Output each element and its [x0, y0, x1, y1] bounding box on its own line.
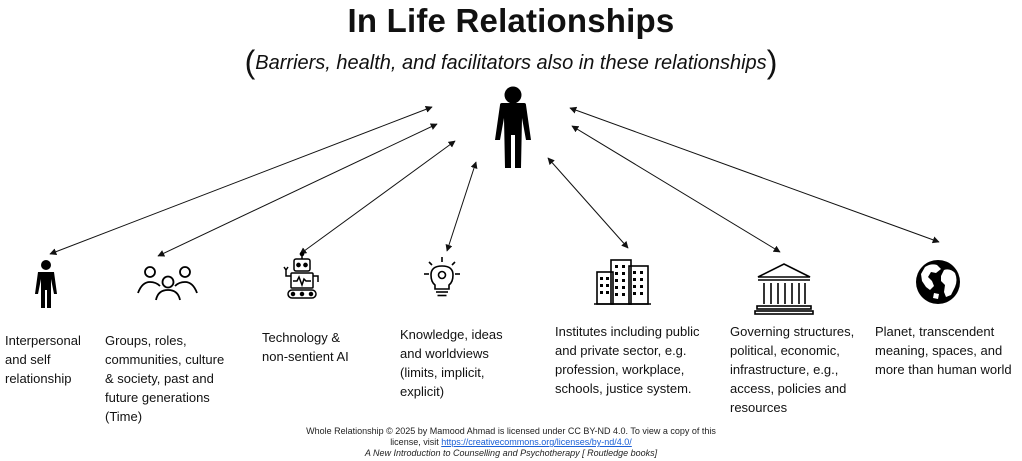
lightbulb-icon	[424, 257, 460, 297]
label-line: schools, justice system.	[555, 381, 692, 396]
robot-icon	[283, 251, 319, 299]
label-line: and private sector, e.g.	[555, 343, 687, 358]
label-line: infrastructure, e.g.,	[730, 362, 839, 377]
label-line: and worldviews	[400, 346, 489, 361]
label-line: and self	[5, 352, 51, 367]
subtitle: (Barriers, health, and facilitators also…	[0, 44, 1022, 81]
arrow-planet	[569, 106, 940, 244]
label-line: access, policies and	[730, 381, 847, 396]
page-title: In Life Relationships	[347, 2, 675, 39]
label-line: resources	[730, 400, 788, 415]
person-icon	[495, 86, 531, 168]
person-icon	[35, 260, 57, 308]
label-line: Groups, roles,	[105, 333, 187, 348]
label-line: (Time)	[105, 409, 143, 424]
license-visit-prefix: license, visit	[390, 437, 442, 447]
label-line: Institutes including public	[555, 324, 700, 339]
label-line: explicit)	[400, 384, 445, 399]
label-line: profession, workplace,	[555, 362, 685, 377]
arrow-groups	[157, 123, 438, 257]
label-line: more than human world	[875, 362, 1012, 377]
label-interpersonal: Interpersonal and self relationship	[5, 331, 105, 388]
government-building-icon	[754, 263, 814, 315]
label-line: Governing structures,	[730, 324, 855, 339]
label-line: political, economic,	[730, 343, 840, 358]
license-visit-line: license, visit https://creativecommons.o…	[0, 437, 1022, 448]
arrow-technology	[299, 140, 456, 255]
subtitle-text: Barriers, health, and facilitators also …	[255, 52, 767, 74]
label-line: & society, past and	[105, 371, 214, 386]
label-groups: Groups, roles, communities, culture & so…	[105, 331, 255, 426]
label-knowledge: Knowledge, ideas and worldviews (limits,…	[400, 325, 540, 401]
label-line: meaning, spaces, and	[875, 343, 1003, 358]
label-planet: Planet, transcendent meaning, spaces, an…	[875, 322, 1020, 379]
arrow-governing	[571, 125, 781, 253]
subtitle-open-paren: (	[244, 44, 256, 80]
label-line: Technology &	[262, 330, 341, 345]
label-line: non-sentient AI	[262, 349, 349, 364]
label-line: relationship	[5, 371, 72, 386]
arrow-institutes	[547, 157, 629, 249]
subtitle-close-paren: )	[766, 44, 778, 80]
license-link[interactable]: https://creativecommons.org/licenses/by-…	[441, 437, 632, 447]
label-governing: Governing structures, political, economi…	[730, 322, 880, 417]
label-line: future generations	[105, 390, 210, 405]
label-line: Planet, transcendent	[875, 324, 995, 339]
book-reference: A New Introduction to Counselling and Ps…	[364, 448, 658, 458]
label-line: (limits, implicit,	[400, 365, 485, 380]
arrow-interpersonal	[49, 105, 433, 256]
globe-icon	[916, 260, 960, 304]
label-institutes: Institutes including public and private …	[555, 322, 725, 398]
label-line: Knowledge, ideas	[400, 327, 503, 342]
label-technology: Technology & non-sentient AI	[262, 328, 392, 366]
label-line: communities, culture	[105, 352, 225, 367]
group-icon	[137, 266, 198, 301]
connector-arrows	[49, 105, 940, 257]
license-text: Whole Relationship © 2025 by Mamood Ahma…	[306, 426, 716, 436]
buildings-icon	[594, 259, 651, 305]
license-footer: Whole Relationship © 2025 by Mamood Ahma…	[0, 426, 1022, 459]
label-line: Interpersonal	[5, 333, 81, 348]
arrow-knowledge	[445, 161, 478, 252]
